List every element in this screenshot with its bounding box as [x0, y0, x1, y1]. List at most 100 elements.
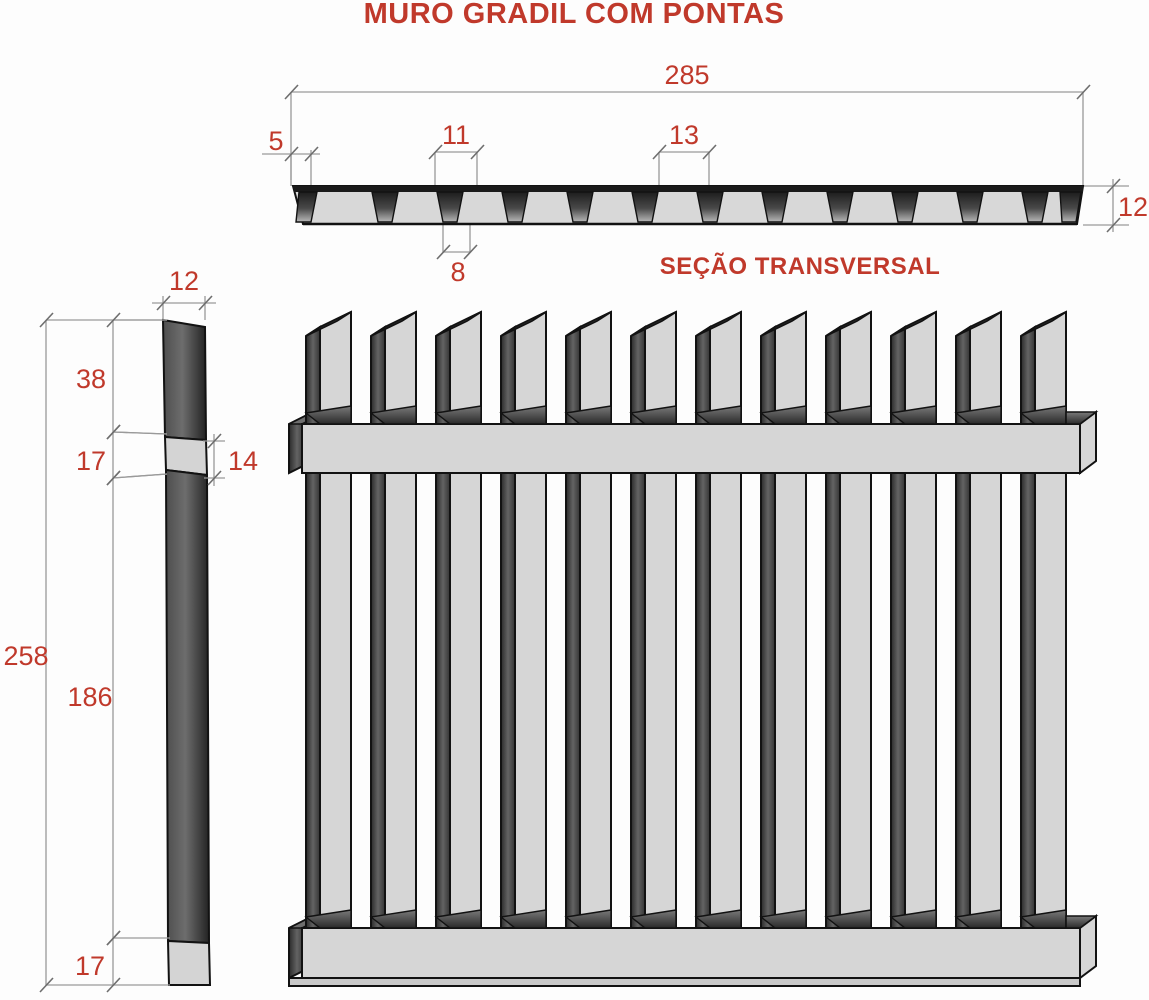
slot-shadow [564, 405, 612, 425]
slot-shadow [369, 909, 417, 929]
slot-shadow [304, 405, 352, 425]
section-rib [566, 191, 594, 223]
lower-rail [301, 909, 1099, 980]
side-profile-body [161, 318, 212, 986]
picket-top-bevel [305, 311, 352, 337]
dim-rail-depth-14: 14 [203, 433, 258, 486]
picket [760, 310, 807, 986]
slot-shadow [954, 405, 1002, 425]
slot-shadow [434, 909, 482, 929]
slot-shadow [889, 405, 937, 425]
dim-rib-pitch-11: 11 [428, 120, 485, 186]
dim-label-12-top: 12 [169, 266, 199, 296]
right-tab-upper-top [1065, 411, 1099, 425]
dim-rib-base-8: 8 [436, 224, 478, 287]
section-rib [1021, 191, 1049, 223]
base-bar-face [288, 977, 1081, 987]
slot-shadow [694, 405, 742, 425]
picket [630, 310, 677, 986]
dim-label-5: 5 [268, 126, 283, 156]
dim-top-width-12: 12 [152, 266, 216, 320]
dim-label-17-upper: 17 [76, 446, 106, 476]
dim-thickness-12: 12 [1083, 178, 1148, 233]
dim-label-186: 186 [67, 682, 112, 712]
slot-shadow [499, 405, 547, 425]
upper-rail-face [301, 423, 1081, 474]
section-rib [631, 191, 659, 223]
slot-shadow [694, 909, 742, 929]
cross-section-view: 285 5 11 13 [262, 60, 1148, 287]
section-rib [501, 191, 529, 223]
dim-label-11: 11 [442, 120, 470, 150]
slot-shadow [434, 405, 482, 425]
slot-shadow [824, 405, 872, 425]
picket [370, 310, 417, 986]
picket [565, 310, 612, 986]
front-fence-view [288, 310, 1099, 987]
slot-shadow [954, 909, 1002, 929]
section-rib [295, 191, 318, 223]
page-title: MURO GRADIL COM PONTAS [364, 0, 785, 30]
dim-rib-spacing-13: 13 [652, 120, 717, 186]
picket-top-bevel [630, 311, 677, 337]
dim-label-17-lower: 17 [75, 951, 105, 981]
slot-shadow [629, 909, 677, 929]
dim-label-258: 258 [3, 641, 48, 671]
slot-shadow [304, 909, 352, 929]
section-rib [956, 191, 984, 223]
section-rib [826, 191, 854, 223]
profile-rail-band [163, 435, 209, 477]
lower-rail-slot-shadows [304, 909, 1067, 929]
dim-edge-offset-5: 5 [262, 126, 320, 186]
dim-label-12-thickness: 12 [1118, 192, 1148, 222]
slot-shadow [889, 909, 937, 929]
slot-shadow [499, 909, 547, 929]
picket [435, 310, 482, 986]
section-rib [761, 191, 789, 223]
section-top-band [293, 186, 1083, 192]
dim-label-8: 8 [450, 257, 465, 287]
dim-label-13: 13 [669, 120, 699, 150]
base-bar [288, 977, 1081, 987]
dim-bottom-segment-17: 17 [75, 930, 121, 993]
dim-label-285: 285 [664, 60, 709, 90]
right-tab-lower-top [1065, 915, 1099, 929]
section-rib-group [295, 191, 1082, 223]
dim-overall-height-258: 258 [3, 312, 170, 993]
side-profile-view: 12 258 38 [3, 266, 258, 993]
picket-top-bevel [825, 311, 872, 337]
profile-bottom-foot [166, 939, 212, 986]
picket-top-bevel [370, 311, 417, 337]
profile-upper-section [161, 318, 208, 442]
upper-rail [301, 405, 1099, 475]
slot-shadow [824, 909, 872, 929]
section-rib [891, 191, 919, 223]
lower-slot-inner-shadows [306, 473, 320, 984]
picket-top-bevel [760, 311, 807, 337]
dim-overall-width-285: 285 [284, 60, 1091, 186]
section-rib [371, 191, 399, 223]
slot-shadow [564, 909, 612, 929]
section-rib [1059, 191, 1082, 223]
slot-shadow [629, 405, 677, 425]
picket-top-bevel [435, 311, 482, 337]
section-rib [436, 191, 464, 223]
upper-rail-slot-shadows [304, 405, 1067, 425]
slot-shadow [759, 405, 807, 425]
slot-shadow [369, 405, 417, 425]
dim-label-38: 38 [76, 364, 106, 394]
picket [955, 310, 1002, 986]
cross-section-body [291, 185, 1085, 226]
lower-rail-face [301, 927, 1081, 979]
dim-label-14: 14 [228, 446, 258, 476]
picket-top-bevel [695, 311, 742, 337]
picket-top-bevel [500, 311, 547, 337]
section-rib [696, 191, 724, 223]
picket-top-bevel [955, 311, 1002, 337]
section-view-label: SEÇÃO TRANSVERSAL [660, 252, 941, 280]
picket [890, 310, 937, 986]
picket-top-bevel [565, 311, 612, 337]
picket-top-bevel [890, 311, 937, 337]
